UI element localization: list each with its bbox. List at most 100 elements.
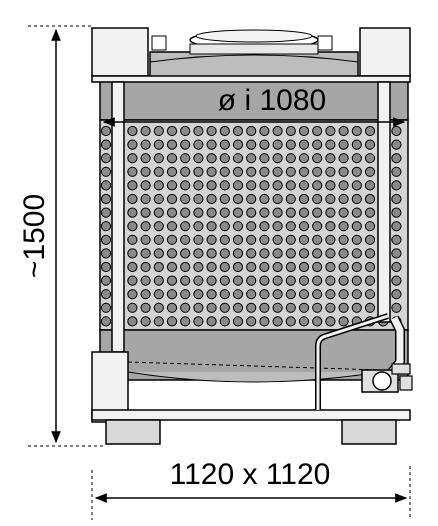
dimple (219, 153, 230, 164)
dimple (206, 248, 217, 259)
dimple (206, 180, 217, 191)
dimple (338, 248, 349, 259)
dimple (193, 166, 204, 177)
dimple (246, 261, 257, 273)
dimple (100, 261, 112, 273)
dimple (285, 193, 296, 205)
dimple (364, 302, 376, 313)
dimple (364, 125, 376, 137)
dimple (180, 180, 191, 191)
dimple (272, 248, 283, 259)
dimple (338, 302, 349, 313)
dimple (338, 289, 349, 300)
dimple (325, 221, 336, 232)
dimple (219, 316, 230, 327)
dimple (285, 261, 296, 273)
dimple (246, 139, 257, 150)
dimple (259, 234, 270, 245)
dimple (206, 316, 217, 327)
dimple (246, 316, 257, 327)
dimple (351, 180, 362, 191)
dimple (338, 261, 349, 273)
dimple (259, 248, 270, 259)
dimple (364, 248, 376, 259)
dimple (166, 193, 178, 205)
dimple (325, 193, 336, 205)
dimple (193, 261, 204, 273)
dimple (166, 275, 178, 286)
dimple (206, 153, 217, 164)
dimple (246, 302, 257, 313)
dimple (338, 207, 349, 218)
dimple (153, 166, 164, 177)
dimple (140, 207, 151, 218)
dimple (219, 193, 230, 205)
dimple (298, 193, 310, 205)
dimple (351, 221, 362, 232)
dimple (140, 234, 151, 245)
dimple (259, 316, 270, 327)
dimple (391, 166, 402, 177)
dimple (325, 234, 336, 245)
dimple (391, 125, 402, 137)
dimple (219, 221, 230, 232)
dimple (391, 275, 402, 286)
dimple (153, 221, 164, 232)
dimple (391, 207, 402, 218)
dimple (338, 180, 349, 191)
tank-shell-lower (99, 329, 409, 381)
dimple (285, 180, 296, 191)
dimple (364, 180, 376, 191)
dimple (325, 166, 336, 177)
dimple (127, 153, 138, 164)
dimple (140, 248, 151, 259)
dimple (325, 316, 336, 327)
dimple (338, 316, 349, 327)
dimple-pattern (100, 125, 402, 327)
dimple (298, 166, 310, 177)
dimple (193, 302, 204, 313)
dimple (391, 139, 402, 150)
dimple (100, 289, 112, 300)
dimple (153, 261, 164, 273)
dimple (219, 207, 230, 218)
dimple (272, 125, 283, 137)
dimple (351, 193, 362, 205)
dimple (153, 248, 164, 259)
dimple (166, 221, 178, 232)
dimple (272, 289, 283, 300)
dimple (127, 207, 138, 218)
dimple (364, 193, 376, 205)
dimple (259, 139, 270, 150)
dimple (312, 302, 323, 313)
inner-diameter-label: ø i 1080 (218, 84, 326, 117)
dimple (166, 248, 178, 259)
height-label: ~1500 (18, 194, 51, 278)
dimple (364, 139, 376, 150)
dimple (246, 234, 257, 245)
dimple (166, 180, 178, 191)
dimple (312, 166, 323, 177)
dimple (193, 207, 204, 218)
dimple (351, 289, 362, 300)
dimple (364, 153, 376, 164)
dimple (312, 234, 323, 245)
dimple (285, 153, 296, 164)
dimple (272, 153, 283, 164)
dimple (180, 261, 191, 273)
dimple (100, 316, 112, 327)
dimple (272, 166, 283, 177)
frame-base (91, 409, 411, 421)
dimple (193, 234, 204, 245)
dimple (391, 153, 402, 164)
dimple (351, 125, 362, 137)
dimple (219, 261, 230, 273)
dimple (166, 139, 178, 150)
dimple (206, 261, 217, 273)
dimple (206, 289, 217, 300)
dimple (166, 302, 178, 313)
dimple (259, 261, 270, 273)
dimple (140, 261, 151, 273)
dimple (338, 125, 349, 137)
dimple (153, 207, 164, 218)
